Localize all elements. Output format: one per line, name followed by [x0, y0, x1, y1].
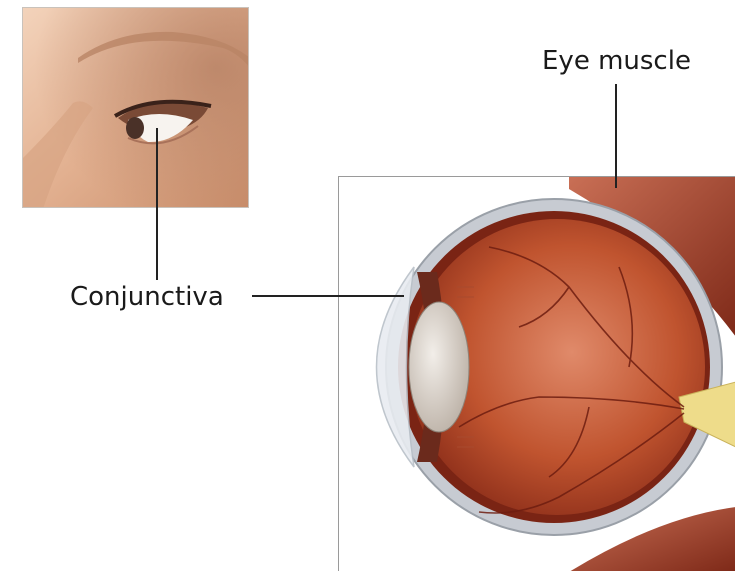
eye-muscle-leader-line — [615, 84, 617, 188]
eye-cross-section-panel — [338, 176, 735, 571]
conjunctiva-label: Conjunctiva — [70, 284, 224, 310]
conjunctiva-leader-line-horizontal — [252, 295, 404, 297]
conjunctiva-leader-line-vertical — [156, 128, 158, 280]
eye-cross-section-illustration — [339, 177, 735, 571]
eye-muscle-label: Eye muscle — [542, 48, 691, 74]
face-illustration-panel — [22, 7, 249, 208]
face-profile-illustration — [23, 8, 249, 208]
